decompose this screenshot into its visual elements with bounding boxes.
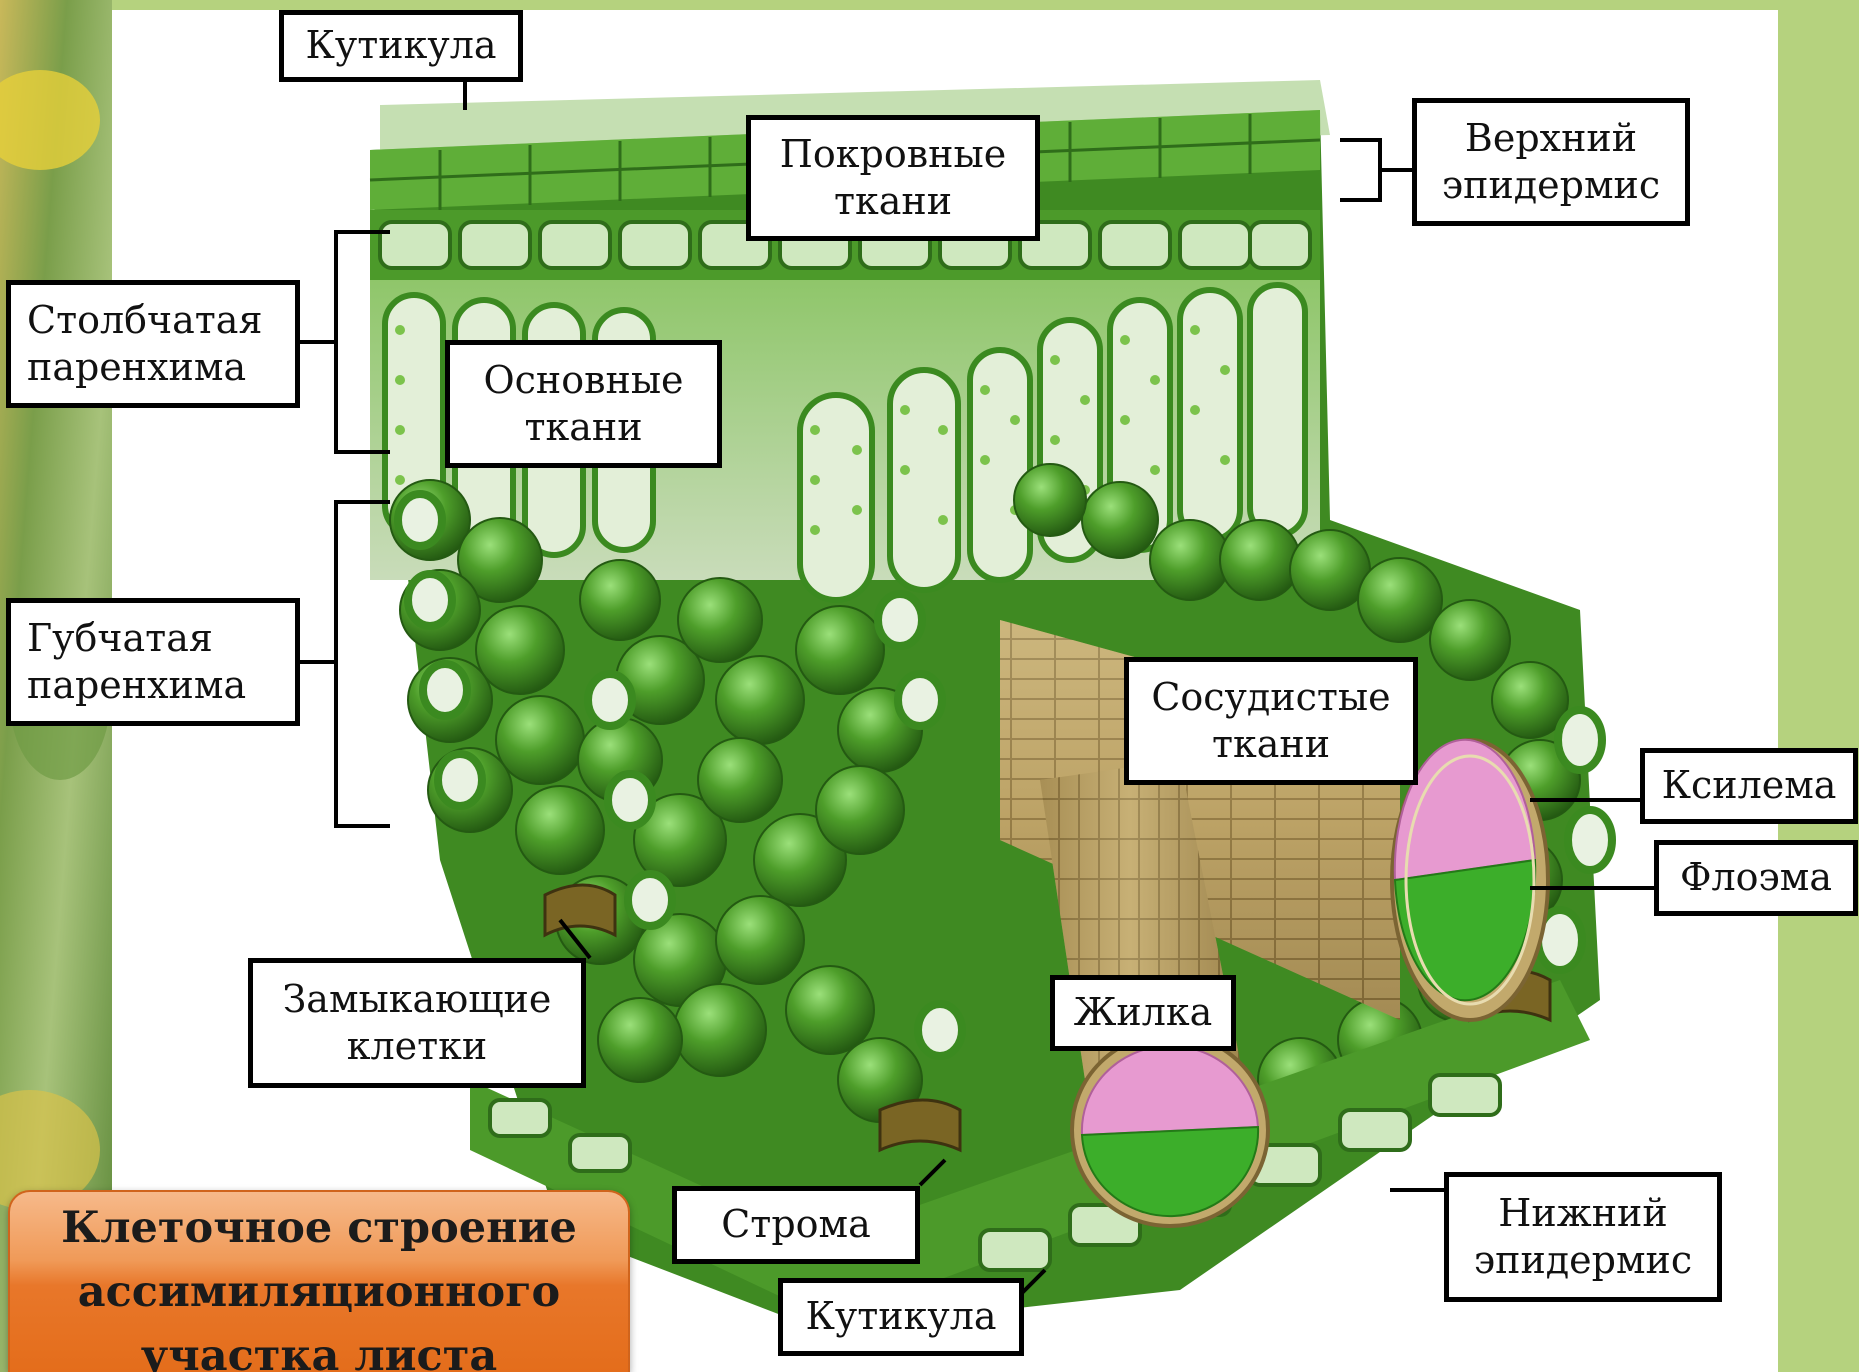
label-guard-cells: Замыкающие клетки (248, 958, 586, 1088)
diagram-title: Клеточное строение ассимиляционного учас… (8, 1190, 630, 1372)
label-cuticle-bottom: Кутикула (778, 1278, 1024, 1356)
diagram-title-text: Клеточное строение ассимиляционного учас… (61, 1196, 577, 1372)
label-vein: Жилка (1050, 975, 1236, 1051)
label-palisade-parenchyma: Столбчатая паренхима (6, 280, 300, 408)
label-xylem: Ксилема (1640, 748, 1858, 824)
label-phloem: Флоэма (1654, 840, 1858, 916)
label-stroma: Строма (672, 1186, 920, 1264)
label-ground-tissue: Основные ткани (445, 340, 722, 468)
label-integumentary-tissue: Покровные ткани (746, 115, 1040, 241)
label-lower-epidermis: Нижний эпидермис (1444, 1172, 1722, 1302)
label-spongy-parenchyma: Губчатая паренхима (6, 598, 300, 726)
label-upper-epidermis: Верхний эпидермис (1412, 98, 1690, 226)
label-cuticle-top: Кутикула (279, 10, 523, 82)
label-vascular-tissue: Сосудистые ткани (1124, 657, 1418, 785)
